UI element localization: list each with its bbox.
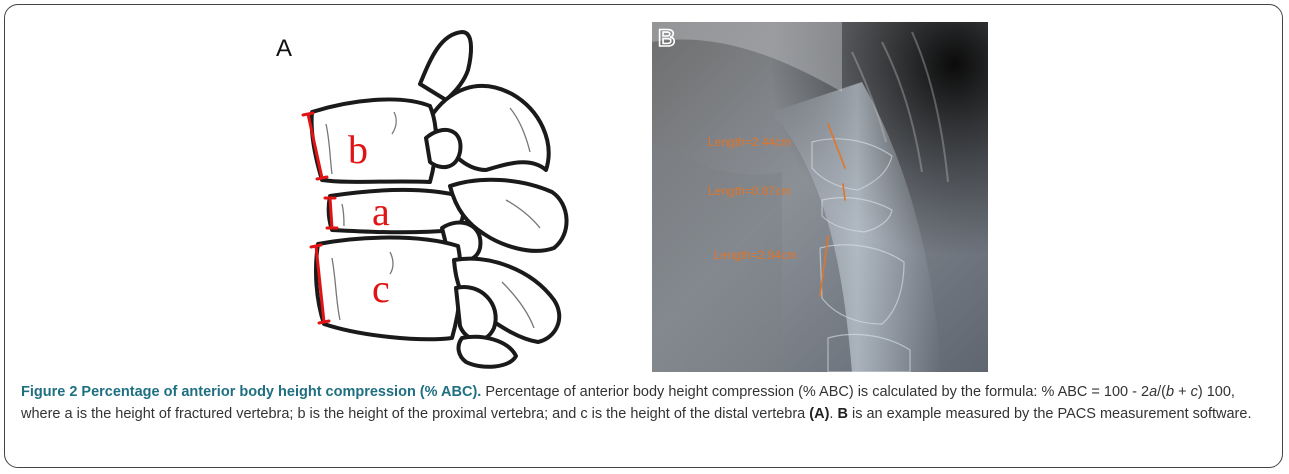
bottom-inferior-process (459, 337, 516, 367)
segment-label-c: c (372, 266, 390, 311)
vertebra-diagram-svg: A (270, 20, 620, 370)
caption-text-1: Percentage of anterior body height compr… (481, 384, 1149, 400)
figure-caption: Figure 2 Percentage of anterior body hei… (21, 382, 1271, 425)
xray-svg: B Length=2.44cm Length=0.87cm Length=2.8… (652, 22, 988, 372)
measure-label-b: Length=2.44cm (708, 135, 791, 149)
caption-var-c: c (1191, 384, 1198, 400)
svg-text:B: B (658, 25, 675, 52)
caption-slash: /( (1157, 384, 1166, 400)
measure-label-c: Length=2.84cm (714, 248, 797, 262)
panel-a-label: A (276, 35, 292, 62)
vertebra-b-body (312, 99, 436, 182)
panel-a-vertebra-diagram: A (270, 20, 620, 370)
segment-label-a: a (372, 189, 390, 234)
measure-label-a: Length=0.87cm (708, 184, 791, 198)
caption-ref-b: B (837, 406, 847, 422)
caption-ref-a: (A) (809, 406, 829, 422)
caption-title: Figure 2 Percentage of anterior body hei… (21, 384, 481, 400)
caption-var-a: a (1149, 384, 1157, 400)
panel-b-xray: B Length=2.44cm Length=0.87cm Length=2.8… (652, 22, 988, 372)
caption-text-4: is an example measured by the PACS measu… (848, 406, 1252, 422)
upper-facet (426, 130, 460, 167)
caption-var-b: b (1166, 384, 1174, 400)
caption-plus: + (1174, 384, 1191, 400)
segment-label-b: b (348, 127, 368, 172)
panel-b-label: B (658, 25, 675, 52)
